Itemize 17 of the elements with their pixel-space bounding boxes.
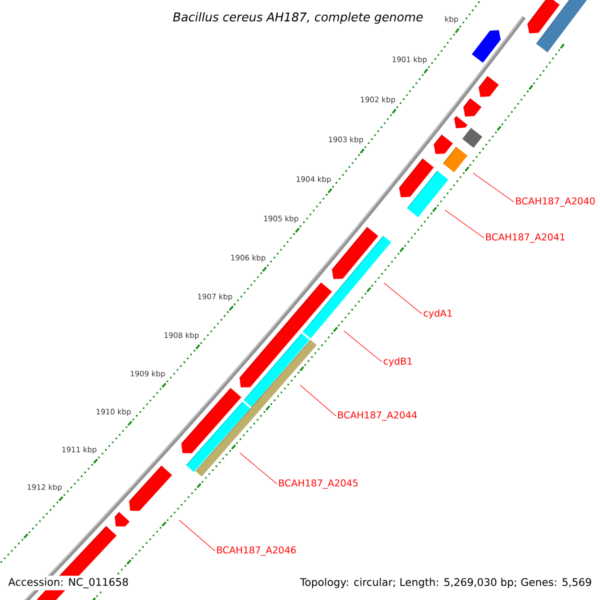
leader-line xyxy=(444,210,484,238)
leader-line xyxy=(240,452,278,484)
gene-label: BCAH187_A2040 xyxy=(516,197,595,207)
gene-label: BCAH187_A2045 xyxy=(279,479,358,489)
gene-label: BCAH187_A2044 xyxy=(338,411,417,421)
gene-label: BCAH187_A2046 xyxy=(217,546,296,556)
leader-line xyxy=(384,282,422,314)
gene-label: cydA1 xyxy=(424,309,452,319)
leader-line xyxy=(178,520,216,552)
title: Bacillus cereus AH187, complete genome xyxy=(170,10,426,26)
leader-line xyxy=(472,172,514,202)
leader-line xyxy=(344,330,382,362)
genome-stats-text: Topology: circular; Length: 5,269,030 bp; Genes: 5,569 xyxy=(298,576,594,590)
gene-label: cydB1 xyxy=(384,357,412,367)
gene-label: BCAH187_A2041 xyxy=(486,233,564,243)
leader-line xyxy=(300,384,336,416)
accession-text: Accession: NC_011658 xyxy=(6,576,131,590)
